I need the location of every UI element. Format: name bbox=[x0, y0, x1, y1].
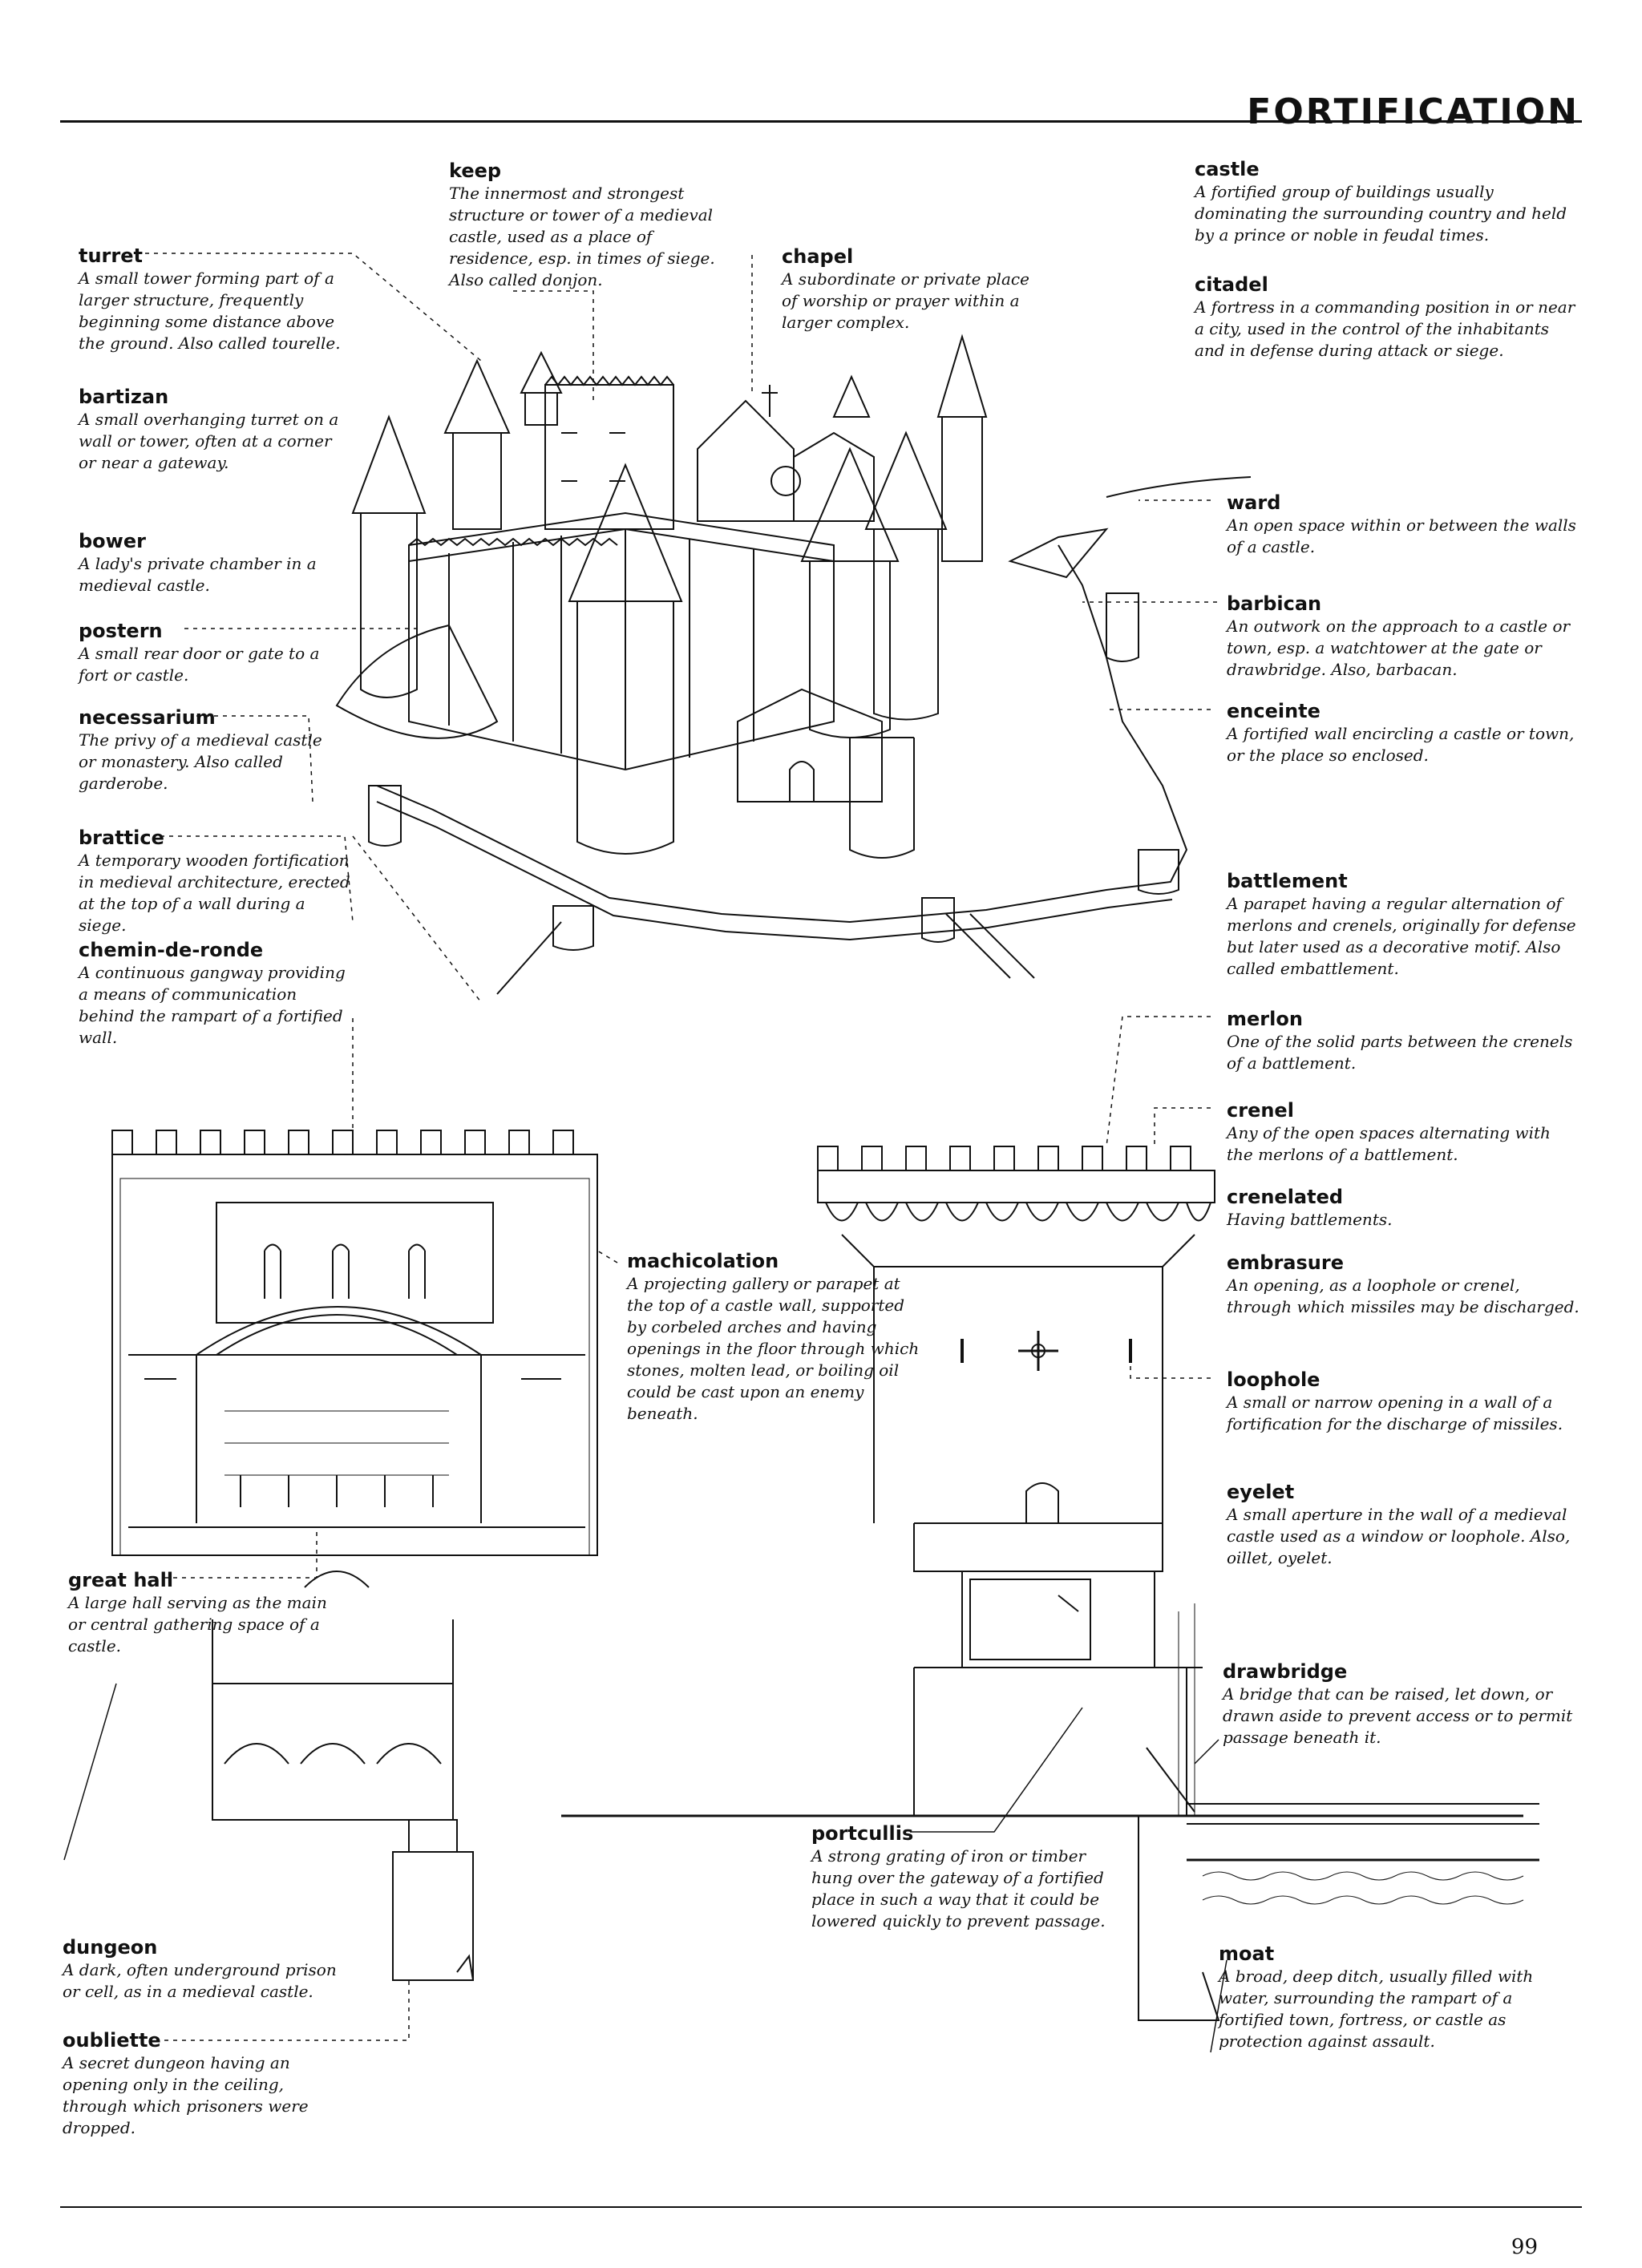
term-label: battlement bbox=[1227, 870, 1348, 892]
term-label: chemin-de-ronde bbox=[79, 939, 264, 961]
term-label: bartizan bbox=[79, 386, 169, 408]
footer-rule bbox=[60, 2206, 1582, 2208]
term-label: embrasure bbox=[1227, 1251, 1344, 1274]
term-definition: A large hall serving as the main or cent… bbox=[68, 1593, 327, 1656]
page-title: FORTIFICATION bbox=[1247, 91, 1579, 132]
term-label: drawbridge bbox=[1223, 1660, 1348, 1683]
term-castle: castle A fortified group of buildings us… bbox=[1195, 157, 1579, 246]
term-label: chapel bbox=[782, 245, 854, 268]
term-moat: moat A broad, deep ditch, usually filled… bbox=[1219, 1942, 1563, 2052]
term-definition: A continuous gangway providing a means o… bbox=[79, 963, 346, 1047]
term-label: loophole bbox=[1227, 1368, 1320, 1391]
term-great-hall: great hall A large hall serving as the m… bbox=[68, 1568, 341, 1657]
term-definition: A small tower forming part of a larger s… bbox=[79, 269, 341, 353]
term-definition: A projecting gallery or parapet at the t… bbox=[627, 1274, 920, 1423]
term-portcullis: portcullis A strong grating of iron or t… bbox=[811, 1821, 1116, 1932]
castle-perspective-drawing bbox=[337, 337, 1251, 994]
term-label: citadel bbox=[1195, 273, 1268, 296]
term-label: great hall bbox=[68, 1569, 174, 1591]
term-definition: Any of the open spaces alternating with … bbox=[1227, 1123, 1551, 1164]
term-label: merlon bbox=[1227, 1008, 1303, 1030]
term-label: barbican bbox=[1227, 592, 1322, 615]
term-definition: A small or narrow opening in a wall of a… bbox=[1227, 1393, 1563, 1433]
term-turret: turret A small tower forming part of a l… bbox=[79, 244, 351, 354]
term-battlement: battlement A parapet having a regular al… bbox=[1227, 869, 1579, 980]
term-definition: The innermost and strongest structure or… bbox=[449, 184, 715, 289]
term-label: eyelet bbox=[1227, 1481, 1295, 1503]
term-label: portcullis bbox=[811, 1822, 914, 1845]
term-definition: An outwork on the approach to a castle o… bbox=[1227, 617, 1571, 679]
term-label: bower bbox=[79, 530, 146, 552]
term-dungeon: dungeon A dark, often underground prison… bbox=[63, 1935, 351, 2003]
term-label: brattice bbox=[79, 827, 164, 849]
page-number: 99 bbox=[1511, 2235, 1538, 2259]
leader-lines-solid bbox=[64, 1684, 1227, 2052]
term-embrasure: embrasure An opening, as a loophole or c… bbox=[1227, 1251, 1579, 1318]
term-definition: A small aperture in the wall of a mediev… bbox=[1227, 1505, 1571, 1567]
term-label: necessarium bbox=[79, 706, 216, 729]
term-label: keep bbox=[449, 160, 502, 182]
leader-lines bbox=[136, 253, 1217, 2040]
term-label: crenel bbox=[1227, 1099, 1294, 1122]
term-label: enceinte bbox=[1227, 700, 1320, 722]
term-label: postern bbox=[79, 620, 163, 642]
term-definition: A subordinate or private place of worshi… bbox=[782, 269, 1029, 332]
term-eyelet: eyelet A small aperture in the wall of a… bbox=[1227, 1480, 1579, 1569]
term-definition: A bridge that can be raised, let down, o… bbox=[1223, 1684, 1573, 1747]
term-label: oubliette bbox=[63, 2029, 161, 2052]
term-crenel: crenel Any of the open spaces alternatin… bbox=[1227, 1098, 1579, 1166]
term-enceinte: enceinte A fortified wall encircling a c… bbox=[1227, 699, 1579, 766]
term-label: crenelated bbox=[1227, 1186, 1344, 1208]
term-label: machicolation bbox=[627, 1250, 779, 1272]
term-definition: A small rear door or gate to a fort or c… bbox=[79, 644, 320, 685]
term-definition: A fortress in a commanding position in o… bbox=[1195, 297, 1575, 360]
term-definition: Having battlements. bbox=[1227, 1210, 1393, 1229]
header-rule bbox=[60, 120, 1582, 123]
term-definition: A fortified wall encircling a castle or … bbox=[1227, 724, 1575, 765]
term-keep: keep The innermost and strongest structu… bbox=[449, 159, 738, 291]
term-definition: A dark, often underground prison or cell… bbox=[63, 1960, 337, 2001]
term-label: moat bbox=[1219, 1943, 1275, 1965]
term-postern: postern A small rear door or gate to a f… bbox=[79, 619, 351, 686]
term-bartizan: bartizan A small overhanging turret on a… bbox=[79, 385, 343, 474]
term-brattice: brattice A temporary wooden fortificatio… bbox=[79, 826, 351, 936]
term-chapel: chapel A subordinate or private place of… bbox=[782, 245, 1038, 334]
term-crenelated: crenelated Having battlements. bbox=[1227, 1185, 1579, 1231]
term-definition: A lady's private chamber in a medieval c… bbox=[79, 554, 317, 595]
term-label: turret bbox=[79, 245, 143, 267]
term-label: castle bbox=[1195, 158, 1260, 180]
term-loophole: loophole A small or narrow opening in a … bbox=[1227, 1368, 1579, 1435]
term-chemin-de-ronde: chemin-de-ronde A continuous gangway pro… bbox=[79, 938, 351, 1049]
term-label: dungeon bbox=[63, 1936, 158, 1959]
term-definition: A broad, deep ditch, usually filled with… bbox=[1219, 1967, 1534, 2051]
term-definition: A temporary wooden fortification in medi… bbox=[79, 851, 350, 935]
term-machicolation: machicolation A projecting gallery or pa… bbox=[627, 1249, 924, 1425]
term-definition: The privy of a medieval castle or monast… bbox=[79, 730, 322, 793]
term-definition: An open space within or between the wall… bbox=[1227, 515, 1576, 556]
term-drawbridge: drawbridge A bridge that can be raised, … bbox=[1223, 1660, 1575, 1749]
term-label: ward bbox=[1227, 491, 1281, 514]
term-definition: A strong grating of iron or timber hung … bbox=[811, 1846, 1106, 1930]
term-barbican: barbican An outwork on the approach to a… bbox=[1227, 592, 1579, 681]
gatehouse-section-drawing bbox=[818, 1146, 1539, 2020]
term-definition: A small overhanging turret on a wall or … bbox=[79, 410, 339, 472]
term-definition: One of the solid parts between the crene… bbox=[1227, 1032, 1573, 1073]
term-bower: bower A lady's private chamber in a medi… bbox=[79, 529, 343, 596]
term-definition: An opening, as a loophole or crenel, thr… bbox=[1227, 1275, 1579, 1316]
term-ward: ward An open space within or between the… bbox=[1227, 491, 1579, 558]
term-definition: A secret dungeon having an opening only … bbox=[63, 2053, 309, 2137]
term-definition: A parapet having a regular alternation o… bbox=[1227, 894, 1576, 978]
term-citadel: citadel A fortress in a commanding posit… bbox=[1195, 273, 1579, 362]
term-merlon: merlon One of the solid parts between th… bbox=[1227, 1007, 1579, 1074]
term-oubliette: oubliette A secret dungeon having an ope… bbox=[63, 2028, 351, 2139]
term-necessarium: necessarium The privy of a medieval cast… bbox=[79, 705, 343, 794]
castle-section-drawing bbox=[112, 1130, 1523, 1980]
term-definition: A fortified group of buildings usually d… bbox=[1195, 182, 1567, 245]
